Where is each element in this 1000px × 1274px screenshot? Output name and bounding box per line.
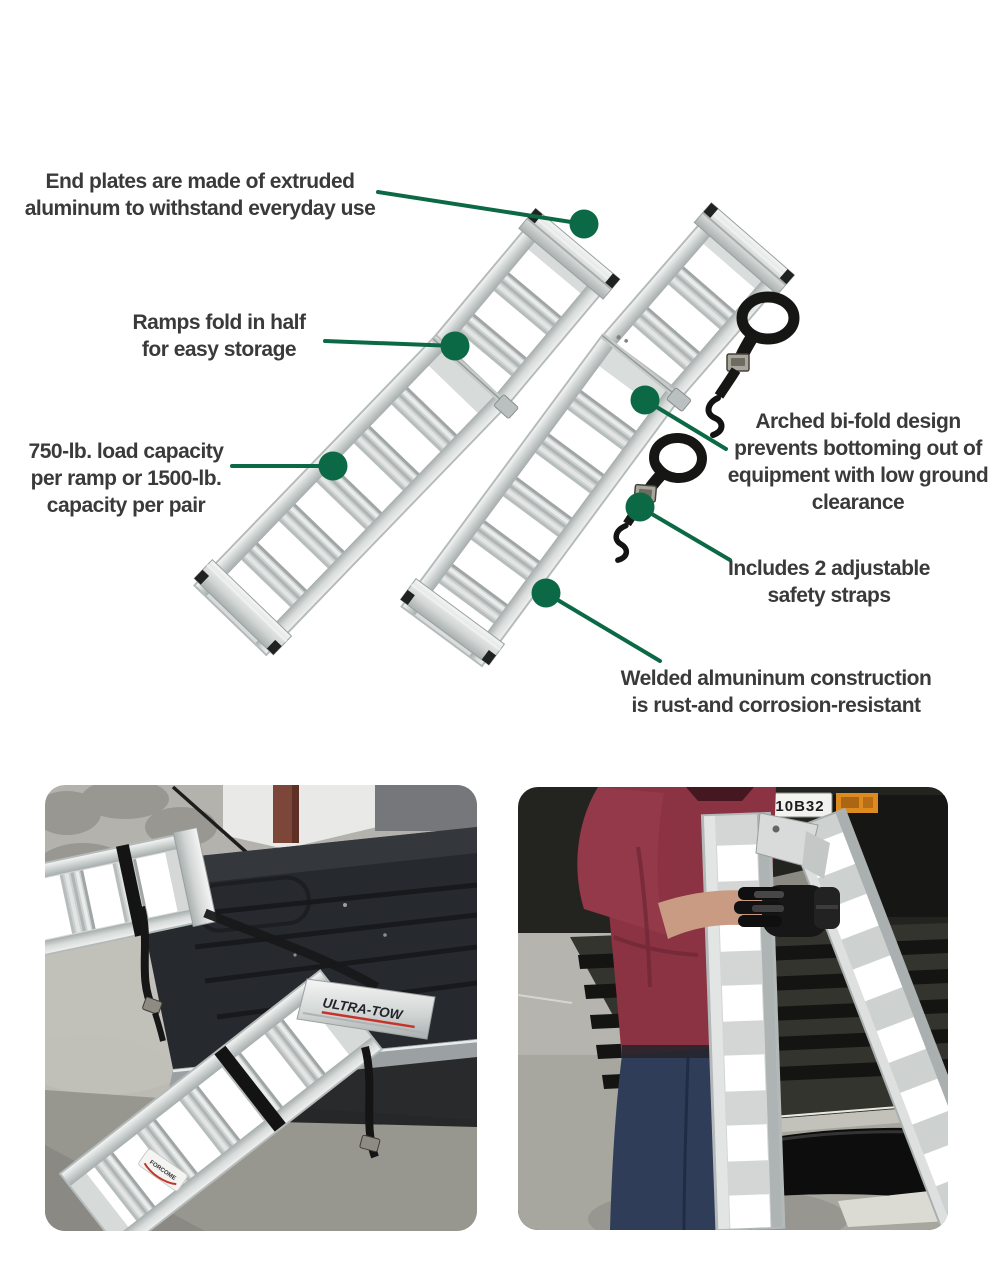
callout-line-welded (544, 591, 662, 663)
ramp-left-lower-half (192, 333, 510, 657)
ramp-hinge (755, 812, 830, 879)
strap-1-s-hook (705, 395, 725, 438)
ramp-left-upper-half (426, 207, 621, 410)
callout-line-straps (638, 505, 732, 562)
trailer-fender (838, 1189, 948, 1227)
callout-dot-welded (531, 578, 561, 608)
callout-text-line: equipment with low ground (727, 464, 989, 487)
callout-text-line: safety straps (767, 584, 891, 607)
callout-dot-capacity (318, 451, 348, 481)
safety-strap-1 (705, 291, 800, 438)
ramp-right-hinge (600, 333, 692, 412)
callout-dot-straps (625, 492, 655, 522)
truck-body (223, 785, 377, 849)
license-label-text: 10B32 (775, 798, 824, 815)
shirt-collar (686, 787, 754, 801)
callout-text-line: 750-lb. load capacity (28, 440, 224, 463)
callout-dot-fold (440, 331, 470, 361)
callout-text-line: per ramp or 1500-lb. (30, 467, 222, 490)
photo-ramps-on-tailgate: ULTRA-TOW FORCOME (45, 785, 477, 1231)
callout-line-arched (643, 398, 728, 451)
callout-end-plates: End plates are made of extruded aluminum… (25, 168, 376, 222)
ramp-left-bottom-plate (193, 558, 293, 656)
callout-text-line: Welded almuninum construction (620, 667, 932, 690)
callout-fold-in-half: Ramps fold in half for easy storage (132, 309, 306, 363)
ramp-right-bottom-plate (399, 577, 506, 666)
folded-ramp-front-half (700, 811, 786, 1230)
callout-text-line: prevents bottoming out of (734, 437, 982, 460)
callout-text-line: is rust-and corrosion-resistant (631, 694, 921, 717)
callout-text-line: End plates are made of extruded (45, 170, 355, 193)
forcome-sticker: FORCOME (138, 1148, 188, 1192)
ultra-tow-plate: ULTRA-TOW (296, 978, 436, 1040)
callout-line-fold (323, 339, 457, 348)
callout-text-line: aluminum to withstand everyday use (24, 197, 376, 220)
ramp-illustration (192, 190, 800, 668)
upper-ramp (45, 826, 218, 960)
callout-lines (230, 190, 732, 663)
callout-welded-construction: Welded almuninum construction is rust-an… (621, 665, 932, 719)
callout-load-capacity: 750-lb. load capacity per ramp or 1500-l… (29, 438, 224, 519)
callout-text-line: Includes 2 adjustable (728, 557, 930, 580)
callout-text-line: for easy storage (141, 338, 297, 361)
ramp-left (192, 207, 621, 657)
work-glove (734, 885, 840, 937)
callout-safety-straps: Includes 2 adjustable safety straps (728, 555, 930, 609)
folded-ramp-back-half (787, 807, 948, 1230)
strap-across-tailgate (203, 908, 380, 991)
callout-line-end-plates (376, 190, 586, 226)
callout-text-line: Arched bi-fold design (755, 410, 961, 433)
callout-text-line: Ramps fold in half (132, 311, 306, 334)
callout-arched-design: Arched bi-fold design prevents bottoming… (727, 408, 989, 516)
callout-text-line: capacity per pair (46, 494, 206, 517)
ramp-right-upper-half (598, 202, 796, 406)
callout-text-line: clearance (811, 491, 905, 514)
wrapped-strap (214, 1045, 286, 1132)
ramp-right-lower-half (399, 333, 685, 668)
strap-2-s-hook (613, 522, 630, 563)
callout-dots (318, 209, 660, 608)
photo-carrying-folded-ramp: 10B32 (518, 787, 948, 1230)
callout-dot-arched (630, 385, 660, 415)
callout-dot-end-plates (569, 209, 599, 239)
ramp-right (399, 202, 796, 668)
